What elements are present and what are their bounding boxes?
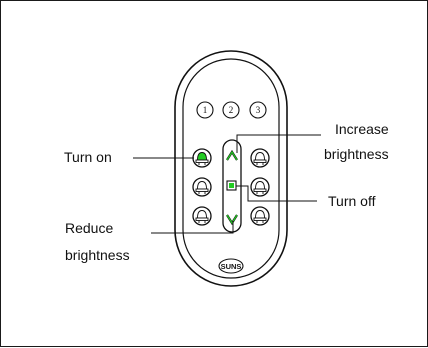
number-button-2[interactable]: 2 — [222, 101, 240, 119]
brand-text: SUNS — [221, 262, 242, 271]
bulb-icon — [253, 181, 267, 194]
bulb-icon — [253, 152, 267, 165]
bulb-icon — [195, 152, 209, 165]
callout-line-reduce — [151, 221, 234, 234]
number-button-label: 1 — [203, 105, 208, 115]
label-reduce-line-1: Reduce — [65, 220, 114, 236]
bulb-icon — [195, 210, 209, 223]
bulb-icon — [253, 210, 267, 223]
bulb-button-right-2[interactable] — [250, 177, 270, 197]
label-increase-line-2: brightness — [324, 146, 389, 162]
number-button-1[interactable]: 1 — [196, 101, 214, 119]
bulb-icon — [195, 181, 209, 194]
callout-line-increase — [236, 134, 321, 153]
bulb-button-left-1[interactable] — [192, 148, 212, 168]
label-turn-on: Turn on — [64, 149, 112, 165]
bulb-button-right-3[interactable] — [250, 206, 270, 226]
number-button-3[interactable]: 3 — [249, 101, 267, 119]
label-increase-line-1: Increase — [335, 121, 389, 137]
number-button-label: 3 — [256, 105, 261, 115]
label-turn-off: Turn off — [328, 193, 376, 209]
bulb-button-right-1[interactable] — [250, 148, 270, 168]
label-reduce-line-2: brightness — [65, 247, 130, 263]
callout-line-turn-off — [236, 185, 317, 202]
brand-logo: SUNS — [218, 258, 244, 274]
bulb-button-left-3[interactable] — [192, 206, 212, 226]
number-button-label: 2 — [229, 105, 234, 115]
turn-off-button[interactable] — [226, 180, 237, 191]
reduce-brightness-button[interactable] — [226, 214, 238, 226]
increase-brightness-button[interactable] — [226, 149, 238, 161]
bulb-button-left-2[interactable] — [192, 177, 212, 197]
